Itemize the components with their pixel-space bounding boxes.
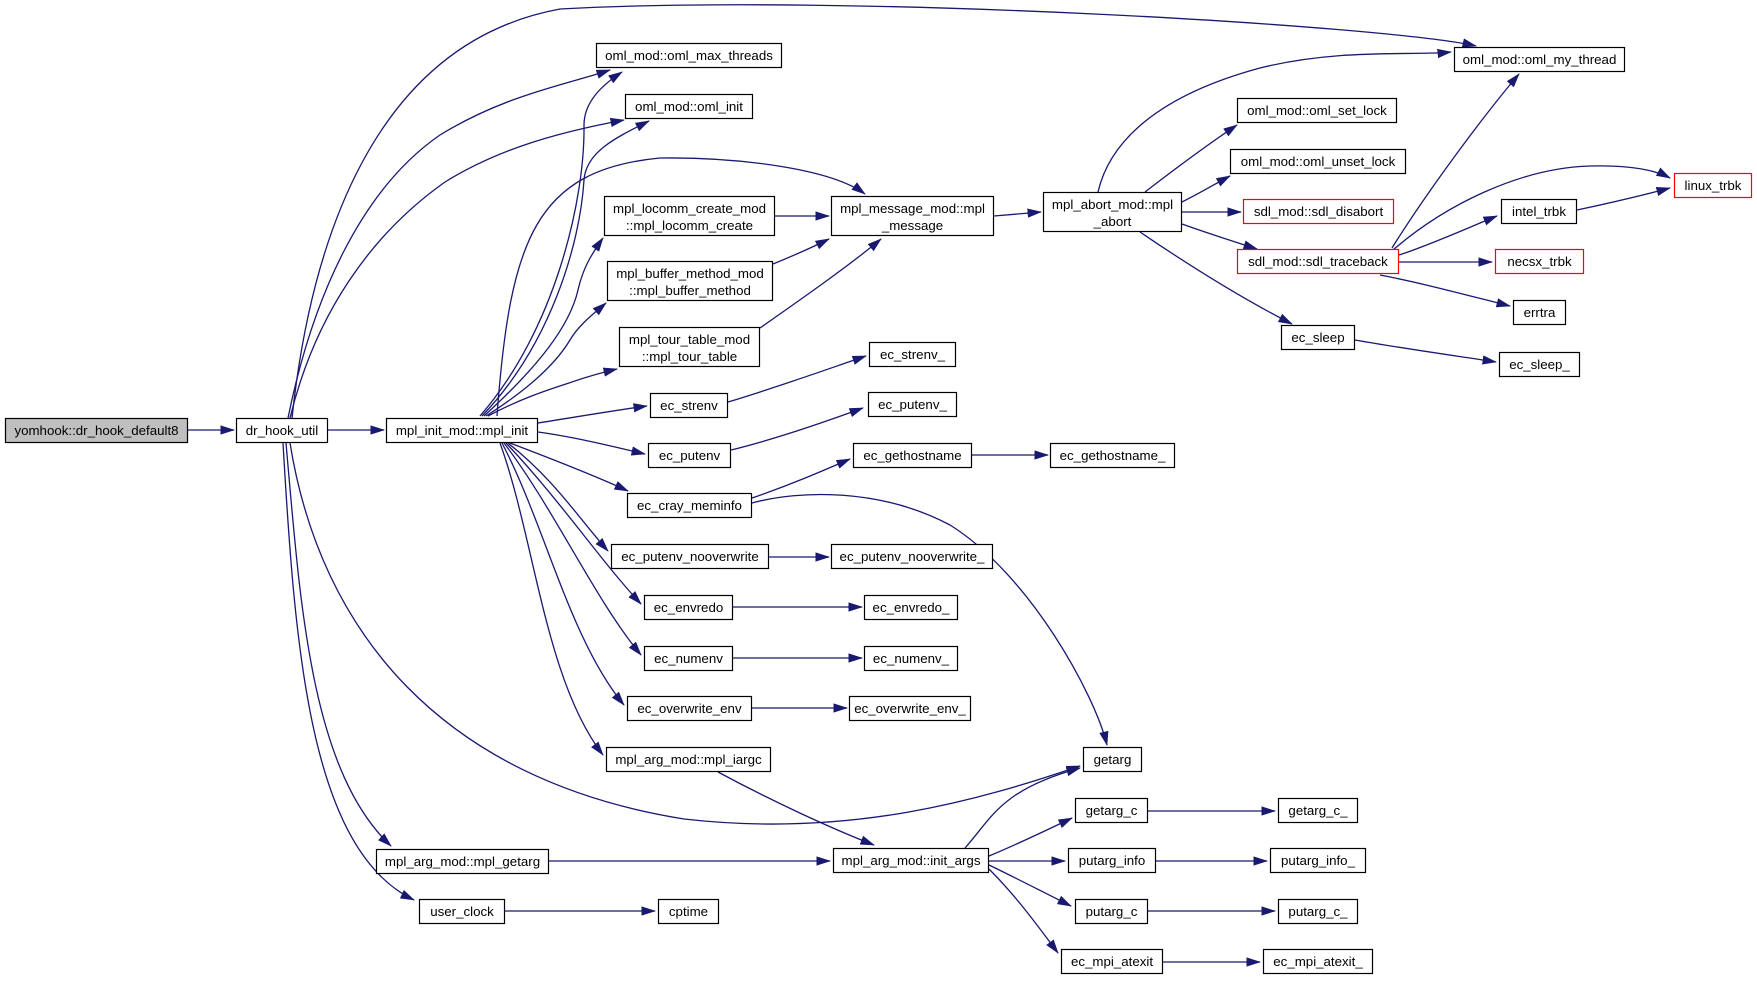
svg-text:ec_envredo_: ec_envredo_: [873, 600, 950, 615]
svg-text:_abort: _abort: [1093, 214, 1132, 229]
svg-text:putarg_c: putarg_c: [1086, 904, 1138, 919]
svg-text:necsx_trbk: necsx_trbk: [1507, 254, 1572, 269]
svg-text:oml_mod::oml_set_lock: oml_mod::oml_set_lock: [1247, 103, 1387, 118]
svg-text:oml_mod::oml_unset_lock: oml_mod::oml_unset_lock: [1241, 154, 1396, 169]
svg-text:intel_trbk: intel_trbk: [1512, 204, 1566, 219]
svg-text:_message: _message: [881, 218, 943, 233]
svg-text:mpl_arg_mod::init_args: mpl_arg_mod::init_args: [842, 853, 981, 868]
svg-text:mpl_tour_table_mod: mpl_tour_table_mod: [629, 332, 750, 347]
svg-text:ec_strenv: ec_strenv: [660, 398, 718, 413]
svg-text:ec_sleep: ec_sleep: [1291, 330, 1344, 345]
svg-text:cptime: cptime: [669, 904, 708, 919]
svg-text:putarg_c_: putarg_c_: [1288, 904, 1348, 919]
svg-text:dr_hook_util: dr_hook_util: [246, 423, 318, 438]
svg-text:getarg_c: getarg_c: [1086, 803, 1138, 818]
svg-text:ec_envredo: ec_envredo: [654, 600, 724, 615]
svg-text:mpl_arg_mod::mpl_getarg: mpl_arg_mod::mpl_getarg: [385, 854, 540, 869]
svg-text:::mpl_buffer_method: ::mpl_buffer_method: [629, 283, 751, 298]
svg-text:ec_numenv: ec_numenv: [654, 651, 723, 666]
svg-text:oml_mod::oml_init: oml_mod::oml_init: [635, 99, 743, 114]
svg-text:mpl_buffer_method_mod: mpl_buffer_method_mod: [616, 266, 764, 281]
svg-text:ec_gethostname: ec_gethostname: [863, 448, 961, 463]
svg-text:oml_mod::oml_my_thread: oml_mod::oml_my_thread: [1463, 52, 1617, 67]
svg-text:ec_putenv: ec_putenv: [659, 448, 721, 463]
svg-text:ec_overwrite_env: ec_overwrite_env: [637, 701, 742, 716]
svg-text:putarg_info_: putarg_info_: [1281, 853, 1356, 868]
svg-text:ec_mpi_atexit_: ec_mpi_atexit_: [1273, 954, 1363, 969]
svg-text:mpl_message_mod::mpl: mpl_message_mod::mpl: [840, 201, 985, 216]
svg-text:ec_strenv_: ec_strenv_: [880, 347, 946, 362]
svg-text:mpl_arg_mod::mpl_iargc: mpl_arg_mod::mpl_iargc: [615, 752, 762, 767]
svg-text:ec_mpi_atexit: ec_mpi_atexit: [1071, 954, 1153, 969]
svg-text:yomhook::dr_hook_default8: yomhook::dr_hook_default8: [14, 423, 178, 438]
svg-text:ec_sleep_: ec_sleep_: [1509, 357, 1570, 372]
svg-text:ec_putenv_: ec_putenv_: [878, 397, 947, 412]
svg-text:user_clock: user_clock: [430, 904, 494, 919]
svg-text:ec_gethostname_: ec_gethostname_: [1060, 448, 1166, 463]
svg-text:sdl_mod::sdl_disabort: sdl_mod::sdl_disabort: [1254, 204, 1384, 219]
svg-text:getarg: getarg: [1094, 752, 1132, 767]
svg-text:mpl_init_mod::mpl_init: mpl_init_mod::mpl_init: [396, 423, 529, 438]
svg-text:ec_putenv_nooverwrite_: ec_putenv_nooverwrite_: [840, 549, 985, 564]
svg-text:getarg_c_: getarg_c_: [1288, 803, 1348, 818]
svg-text:linux_trbk: linux_trbk: [1685, 178, 1742, 193]
svg-text:ec_numenv_: ec_numenv_: [873, 651, 950, 666]
svg-text:oml_mod::oml_max_threads: oml_mod::oml_max_threads: [605, 48, 773, 63]
svg-text:errtra: errtra: [1524, 305, 1556, 320]
svg-text:putarg_info: putarg_info: [1079, 853, 1146, 868]
svg-text:ec_overwrite_env_: ec_overwrite_env_: [854, 701, 966, 716]
svg-text:mpl_locomm_create_mod: mpl_locomm_create_mod: [613, 201, 766, 216]
svg-text:ec_cray_meminfo: ec_cray_meminfo: [637, 498, 742, 513]
svg-text:ec_putenv_nooverwrite: ec_putenv_nooverwrite: [621, 549, 759, 564]
svg-text:::mpl_tour_table: ::mpl_tour_table: [642, 349, 737, 364]
svg-text:sdl_mod::sdl_traceback: sdl_mod::sdl_traceback: [1248, 254, 1388, 269]
svg-text:::mpl_locomm_create: ::mpl_locomm_create: [626, 218, 753, 233]
svg-text:mpl_abort_mod::mpl: mpl_abort_mod::mpl: [1052, 197, 1173, 212]
